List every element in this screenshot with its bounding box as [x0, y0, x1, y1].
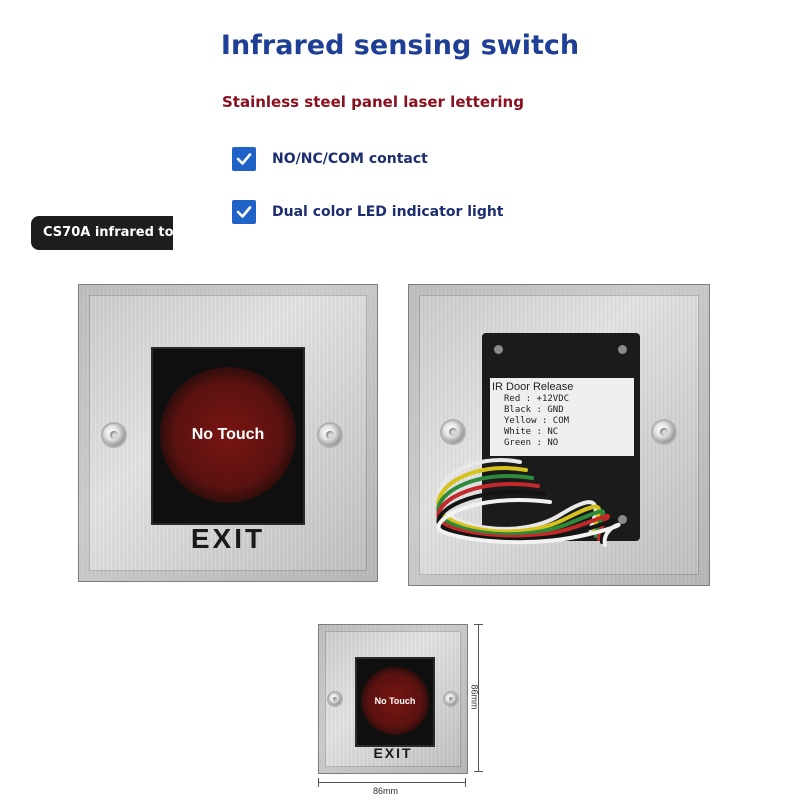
sensor-button-label: No Touch	[374, 696, 416, 706]
no-touch-sensor-button[interactable]: No Touch	[361, 667, 429, 735]
wire-name: White	[504, 427, 532, 437]
height-dimension-label: 86mm	[469, 684, 480, 710]
front-panel: No Touch EXIT	[78, 284, 378, 582]
exit-label: EXIT	[190, 523, 266, 554]
wiring-row: Green : NO	[504, 438, 558, 448]
wire-name: Yellow	[504, 416, 537, 426]
no-touch-sensor-button[interactable]: No Touch	[160, 367, 296, 503]
mounting-screw-right	[653, 421, 675, 443]
wire-name: Black	[504, 405, 532, 415]
mounting-screw-left	[329, 693, 341, 705]
mounting-screw-right	[445, 693, 457, 705]
height-dimension-tick	[474, 624, 483, 625]
width-dimension-tick	[465, 778, 466, 787]
page-title: Infrared sensing switch	[220, 30, 580, 61]
wiring-row: White : NC	[504, 427, 558, 437]
wire-sep: :	[541, 416, 548, 426]
wiring-label: IR Door Release Red : +12VDC Black : GND…	[490, 378, 634, 456]
product-tag[interactable]: CS70A infrared tou	[31, 216, 173, 250]
label-title: IR Door Release	[492, 381, 574, 393]
mounting-screw-right	[319, 424, 341, 446]
wire-function: COM	[552, 416, 570, 426]
checkbox-checked-icon	[232, 147, 256, 171]
width-dimension-tick	[318, 778, 319, 787]
wiring-row: Yellow : COM	[504, 416, 569, 426]
width-dimension-label: 86mm	[373, 786, 399, 796]
wire-sep: :	[536, 427, 542, 437]
wire-function: +12VDC	[536, 394, 570, 404]
module-screw	[618, 345, 627, 354]
wire-function: GND	[547, 405, 564, 415]
sensor-button-label: No Touch	[191, 426, 265, 443]
wire-sep: :	[536, 438, 542, 448]
wire-sep: :	[536, 405, 542, 415]
feature-item: NO/NC/COM contact	[232, 147, 428, 171]
wire-sep: :	[525, 394, 532, 404]
checkbox-checked-icon	[232, 200, 256, 224]
wire-function: NO	[547, 438, 559, 448]
wiring-row: Red : +12VDC	[504, 394, 569, 404]
sensor-window: No Touch	[151, 347, 305, 525]
height-dimension-tick	[474, 771, 483, 772]
height-dimension-line	[478, 624, 479, 772]
dimension-panel: No Touch EXIT	[318, 624, 468, 774]
mounting-screw-left	[442, 421, 464, 443]
page-subtitle: Stainless steel panel laser lettering	[222, 93, 524, 111]
feature-item: Dual color LED indicator light	[232, 200, 504, 224]
feature-text: Dual color LED indicator light	[272, 204, 504, 220]
sensor-window: No Touch	[355, 657, 435, 747]
exit-label: EXIT	[373, 745, 413, 761]
wiring-row: Black : GND	[504, 405, 564, 415]
module-screw	[618, 515, 627, 524]
feature-text: NO/NC/COM contact	[272, 151, 428, 167]
wire-name: Green	[504, 438, 532, 448]
width-dimension-line	[318, 782, 466, 783]
wire-name: Red	[504, 394, 521, 404]
wire-function: NC	[547, 427, 559, 437]
module-screw	[494, 345, 503, 354]
mounting-screw-left	[103, 424, 125, 446]
